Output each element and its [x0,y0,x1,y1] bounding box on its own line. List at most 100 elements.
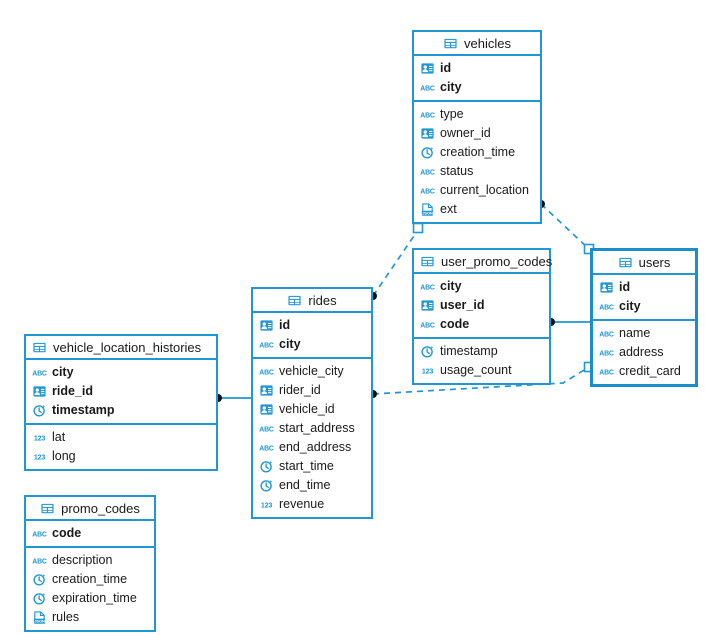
number-icon: 123 [32,449,47,464]
field-name: user_id [440,298,485,313]
entity-header-users[interactable]: users [593,251,695,275]
primary-key-icon [259,318,274,333]
field-name: vehicle_id [279,402,335,417]
relationship-vehicle_location_histories-rides[interactable] [214,394,251,402]
field-row[interactable]: 123 long [26,447,216,466]
field-row[interactable]: id [253,316,371,335]
primary-key-icon [599,280,614,295]
field-row[interactable]: owner_id [414,124,540,143]
field-row[interactable]: start_time [253,457,371,476]
entity-title: rides [308,292,337,308]
field-name: name [619,326,651,341]
json-icon: JSON [32,610,47,625]
string-icon: ABC [259,337,274,352]
string-icon: ABC [420,164,435,179]
entity-header-rides[interactable]: rides [253,289,371,313]
field-row[interactable]: JSON ext [414,200,540,219]
entity-title: users [638,254,671,270]
string-icon: ABC [32,526,47,541]
field-row[interactable]: user_id [414,296,549,315]
field-name: id [619,280,631,295]
timestamp-icon [420,145,435,160]
svg-text:ABC: ABC [599,305,614,312]
primary-key-icon [259,383,274,398]
field-name: code [440,317,470,332]
field-row[interactable]: ABC code [26,524,154,543]
field-name: timestamp [52,403,115,418]
field-name: city [440,80,462,95]
field-row[interactable]: vehicle_id [253,400,371,419]
entity-header-vehicle_location_histories[interactable]: vehicle_location_histories [26,336,216,360]
field-name: creation_time [52,572,128,587]
svg-text:ABC: ABC [32,371,47,378]
svg-text:ABC: ABC [599,332,614,339]
entity-title: promo_codes [61,500,140,516]
primary-key-icon [420,298,435,313]
entity-keys-section: ABC code [26,521,154,548]
field-name: ride_id [52,384,93,399]
field-row[interactable]: 123 usage_count [414,361,549,380]
relationship-line [540,203,590,250]
table-icon [40,501,55,516]
svg-text:123: 123 [422,368,434,376]
field-row[interactable]: ABC name [593,324,695,343]
svg-text:ABC: ABC [420,113,435,120]
field-name: expiration_time [52,591,137,606]
field-row[interactable]: ride_id [26,382,216,401]
svg-text:123: 123 [34,435,46,443]
field-name: code [52,526,82,541]
field-row[interactable]: rider_id [253,381,371,400]
field-name: usage_count [440,363,512,378]
field-row[interactable]: creation_time [26,570,154,589]
entity-title: vehicles [464,35,511,51]
entity-header-user_promo_codes[interactable]: user_promo_codes [414,250,552,274]
field-row[interactable]: timestamp [414,342,549,361]
relationship-vehicles-users[interactable] [537,200,595,255]
field-name: long [52,449,76,464]
svg-text:ABC: ABC [32,532,47,539]
field-row[interactable]: creation_time [414,143,540,162]
entity-header-promo_codes[interactable]: promo_codes [26,497,154,521]
field-row[interactable]: id [593,278,695,297]
field-row[interactable]: id [414,59,540,78]
relationship-user_promo_codes-users[interactable] [547,318,590,326]
entity-header-vehicles[interactable]: vehicles [414,32,540,56]
field-name: ext [440,202,457,217]
string-icon: ABC [259,440,274,455]
field-name: creation_time [440,145,516,160]
field-row[interactable]: timestamp [26,401,216,420]
field-row[interactable]: expiration_time [26,589,154,608]
string-icon: ABC [599,326,614,341]
json-icon: JSON [420,202,435,217]
timestamp-icon [259,459,274,474]
field-row[interactable]: end_time [253,476,371,495]
field-name: owner_id [440,126,491,141]
